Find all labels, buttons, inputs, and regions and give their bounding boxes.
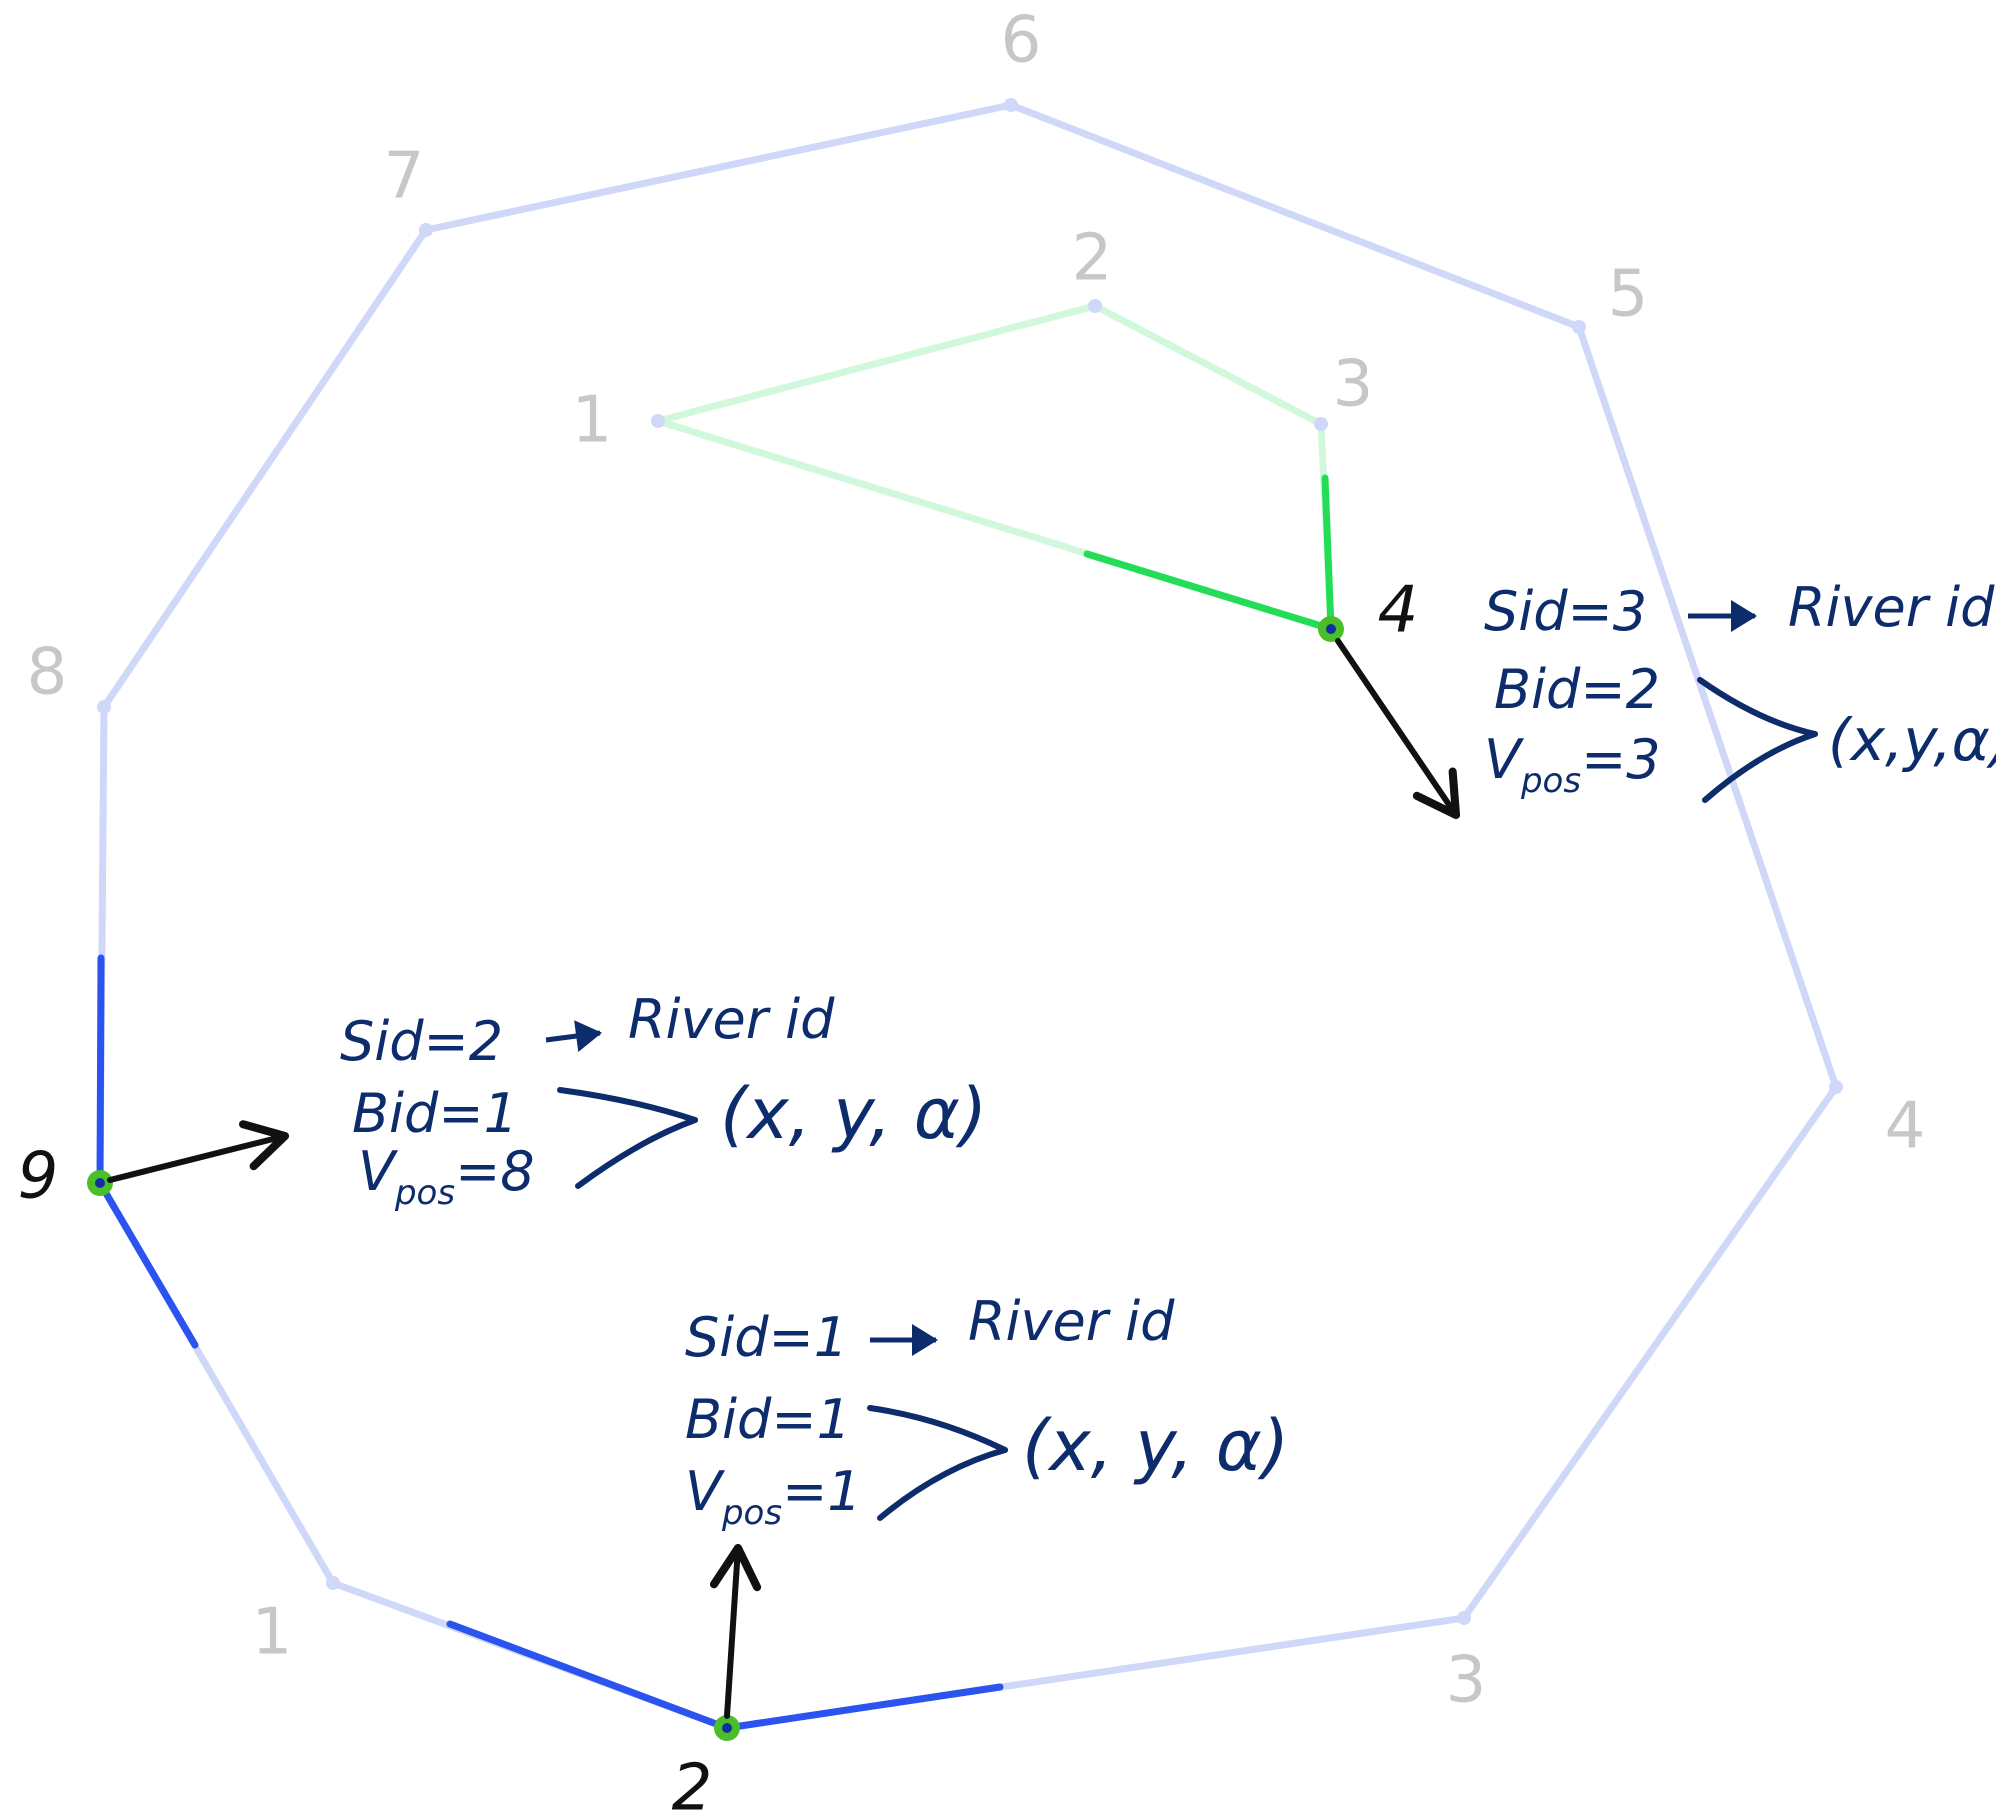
pointer-arrow: [709, 1543, 762, 1719]
vpos-value: =8: [455, 1140, 535, 1203]
outer-vertex-8: [97, 700, 111, 714]
selected-vertex-marker: [87, 1170, 113, 1196]
vpos-value: =1: [782, 1460, 862, 1523]
inner-vertex-2: [1088, 299, 1102, 313]
double-arrow-upper: [1697, 677, 1818, 737]
selected-vertices: [87, 616, 1344, 1741]
river-id-text: River id: [628, 988, 835, 1051]
outer-vertex-label-6: 6: [1001, 4, 1042, 78]
vpos-value: =3: [1581, 728, 1661, 791]
highlighted-vertex-label: 2: [672, 1752, 713, 1818]
vpos-main: V: [1484, 728, 1525, 791]
double-arrow-lower: [877, 1447, 1008, 1521]
highlight-segment: [96, 1179, 199, 1349]
pointer-arrows: [107, 638, 1461, 1719]
outer-vertex-4: [1829, 1080, 1843, 1094]
double-arrow-upper: [557, 1087, 698, 1123]
vpos-text: Vpos=8: [358, 1140, 535, 1213]
vpos-subscript: pos: [394, 1173, 455, 1213]
bid-text: Bid=1: [685, 1388, 851, 1451]
inner-vertex-label-1: 1: [572, 384, 613, 458]
pointer-arrow: [107, 1120, 290, 1183]
inner-vertex-labels: 1 2 3: [572, 222, 1374, 458]
inner-edge-2-3: [1091, 302, 1325, 428]
outer-vertex-1: [326, 1576, 340, 1590]
vpos-subscript: pos: [1520, 761, 1581, 801]
inner-polygon: [651, 299, 1335, 633]
outer-edge-7-8: [100, 226, 430, 711]
double-arrow-lower: [1702, 731, 1818, 803]
highlighted-vertex-label: 4: [1378, 574, 1419, 648]
pointer-arrow: [1335, 638, 1461, 820]
selected-vertex-marker: [714, 1715, 740, 1741]
annotation-block: Sid=2 River id Bid=1 Vpos=8 (x, y, α): [340, 988, 987, 1213]
sid-text: Sid=2: [340, 1010, 503, 1073]
bid-text: Bid=1: [352, 1082, 518, 1145]
outer-vertex-labels: 1 3 4 5 6 7 8: [27, 4, 1926, 1718]
highlight-segment: [1083, 550, 1335, 633]
outer-edge-6-7: [422, 101, 1015, 234]
small-arrow-right: [545, 1020, 602, 1052]
outer-edge-5-6: [1007, 101, 1583, 331]
sid-text: Sid=3: [1484, 580, 1647, 643]
sid-text: Sid=1: [685, 1306, 848, 1369]
outer-polygon: [96, 98, 1843, 1732]
outer-vertex-6: [1004, 98, 1018, 112]
outer-vertex-label-3: 3: [1446, 1644, 1487, 1718]
inner-vertex-3: [1314, 417, 1328, 431]
river-id-text: River id: [1788, 576, 1995, 639]
vpos-subscript: pos: [721, 1493, 782, 1533]
outer-vertex-label-1: 1: [252, 1596, 293, 1670]
inner-vertex-label-2: 2: [1072, 222, 1113, 296]
annotation-block: Sid=1 River id Bid=1 Vpos=1 (x, y, α): [685, 1290, 1289, 1533]
inner-edge-1-2: [654, 302, 1099, 425]
annotation-block: Sid=3 River id Bid=2 Vpos=3 (x,y,α): [1484, 576, 1996, 803]
tuple-text: (x, y, α): [1022, 1405, 1289, 1487]
outer-edge-3-4: [1460, 1083, 1840, 1622]
double-arrow-lower: [575, 1117, 698, 1189]
highlighted-vertex-label: 9: [18, 1140, 59, 1214]
outer-vertex-label-7: 7: [384, 140, 425, 214]
double-arrow-upper: [867, 1405, 1008, 1453]
tuple-text: (x,y,α): [1828, 706, 1996, 774]
outer-edge-4-5: [1575, 323, 1840, 1091]
selected-vertex-marker: [1318, 616, 1344, 642]
highlight-segment: [446, 1620, 731, 1732]
outer-vertex-label-5: 5: [1608, 258, 1649, 332]
inner-vertex-label-3: 3: [1333, 348, 1374, 422]
tuple-text: (x, y, α): [720, 1073, 987, 1155]
outer-vertex-3: [1457, 1611, 1471, 1625]
bid-text: Bid=2: [1494, 658, 1660, 721]
highlight-segment: [723, 1683, 1004, 1732]
outer-vertex-7: [419, 223, 433, 237]
highlight-segment: [96, 954, 105, 1187]
vpos-main: V: [685, 1460, 726, 1523]
outer-vertex-label-4: 4: [1885, 1090, 1926, 1164]
river-id-text: River id: [968, 1290, 1175, 1353]
highlight-segment: [1321, 474, 1335, 633]
outer-vertex-5: [1572, 320, 1586, 334]
outer-vertex-label-8: 8: [27, 636, 68, 710]
inner-vertex-1: [651, 414, 665, 428]
vpos-main: V: [358, 1140, 399, 1203]
vpos-text: Vpos=3: [1484, 728, 1661, 801]
vpos-text: Vpos=1: [685, 1460, 862, 1533]
